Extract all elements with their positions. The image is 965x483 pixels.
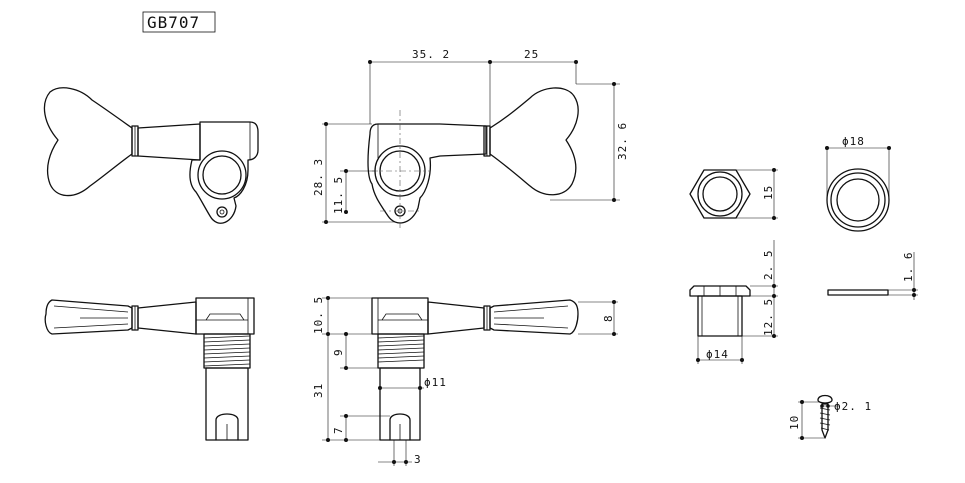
- side-thread: [203, 333, 251, 369]
- bushing-side: 2. 5 12. 5 ϕ14: [689, 240, 778, 364]
- side-key: [44, 299, 133, 335]
- tuner-shaft: [137, 123, 201, 161]
- center-housing: [367, 123, 487, 224]
- dim-7: 7: [332, 426, 345, 434]
- dim-9: 9: [332, 348, 345, 356]
- dim-phi2-1: ϕ2. 1: [834, 400, 872, 413]
- dim-2-5: 2. 5: [762, 250, 775, 281]
- dim-32-6: 32. 6: [616, 122, 629, 160]
- screw: 10 ϕ2. 1: [788, 394, 872, 440]
- dim-phi11: ϕ11: [424, 376, 447, 389]
- center-butterfly-key: [489, 87, 579, 196]
- dim-31: 31: [312, 383, 325, 398]
- dim-10-5: 10. 5: [312, 296, 325, 334]
- dim-28-3: 28. 3: [312, 158, 325, 196]
- side-housing: [195, 297, 255, 335]
- dim-phi18: ϕ18: [842, 135, 865, 148]
- post-ring-outer: [197, 150, 247, 200]
- butterfly-key: [43, 87, 133, 197]
- title-text: GB707: [147, 13, 200, 32]
- tuner-housing: [189, 121, 259, 224]
- dimensions-side: 10. 5 9 31 7 ϕ11 3 8: [312, 296, 618, 466]
- dim-11-5: 11. 5: [332, 176, 345, 214]
- dim-15: 15: [762, 185, 775, 200]
- tuner-front-view-center: [367, 87, 579, 230]
- hex-nut: 15: [689, 168, 778, 220]
- tuner-front-view-left: [43, 87, 259, 224]
- dim-3: 3: [414, 453, 422, 466]
- dim-35-2: 35. 2: [412, 48, 450, 61]
- dim-10: 10: [788, 415, 801, 430]
- title-box: GB707: [142, 11, 216, 33]
- washer: ϕ18: [825, 135, 891, 232]
- dim-1-6: 1. 6: [902, 252, 915, 283]
- dim-25: 25: [524, 48, 539, 61]
- thread-lines: [203, 335, 251, 367]
- dim-8: 8: [602, 314, 615, 322]
- washer-side: 1. 6: [827, 252, 918, 300]
- tuner-side-view-left: [44, 297, 255, 441]
- screw-hole: [216, 206, 228, 218]
- dim-phi14: ϕ14: [706, 348, 729, 361]
- post-ring-inner: [202, 155, 242, 195]
- dim-12-5: 12. 5: [762, 298, 775, 336]
- tuner-side-view-center: [371, 297, 579, 441]
- dimensions-center: 35. 2 25 32. 6 28. 3 11. 5: [312, 48, 629, 224]
